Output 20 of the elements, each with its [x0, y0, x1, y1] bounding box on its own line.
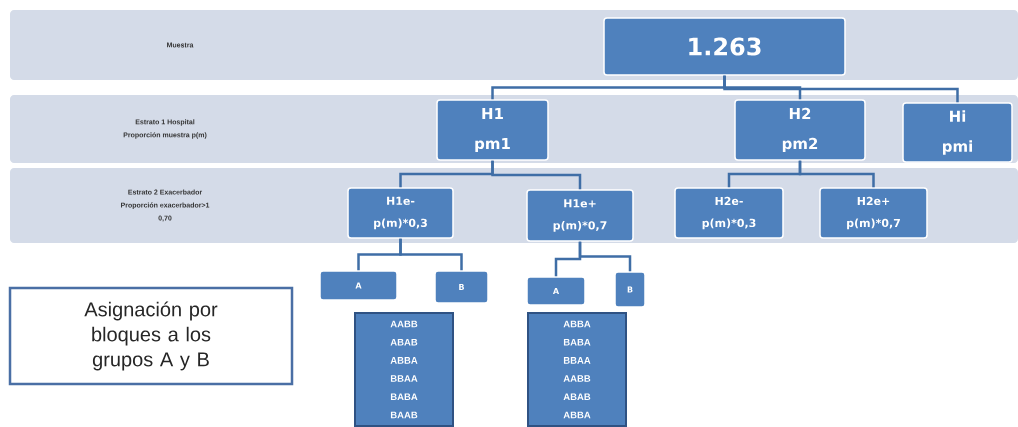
connector	[798, 160, 875, 188]
tree-box: H2e+ p(m)*0,7	[819, 187, 928, 239]
tree-box: H2 pm2	[734, 99, 866, 161]
tree-box: A	[319, 270, 398, 301]
tree-box: H2e- p(m)*0,3	[674, 187, 784, 239]
tree-box: B	[434, 270, 489, 304]
tree-box: H1e- p(m)*0,3	[347, 187, 454, 239]
sequence-box: AABB ABAB ABBA BBAA BABA BAAB	[354, 312, 454, 427]
tree-box: B	[614, 271, 646, 308]
tree-box: H1 pm1	[436, 99, 549, 161]
tree-box: Hi pmi	[902, 102, 1013, 163]
connector	[491, 160, 582, 190]
sequence-box: ABBA BABA BBAA AABB ABAB ABBA	[527, 312, 627, 427]
tree-box: H1e+ p(m)*0,7	[526, 189, 634, 242]
tree-box: A	[526, 276, 586, 306]
connector	[578, 241, 632, 272]
note-box: Asignación por bloques a los grupos A y B	[8, 286, 294, 386]
connector	[399, 238, 463, 271]
tree-box: 1.263	[603, 17, 846, 76]
connector	[723, 75, 959, 103]
